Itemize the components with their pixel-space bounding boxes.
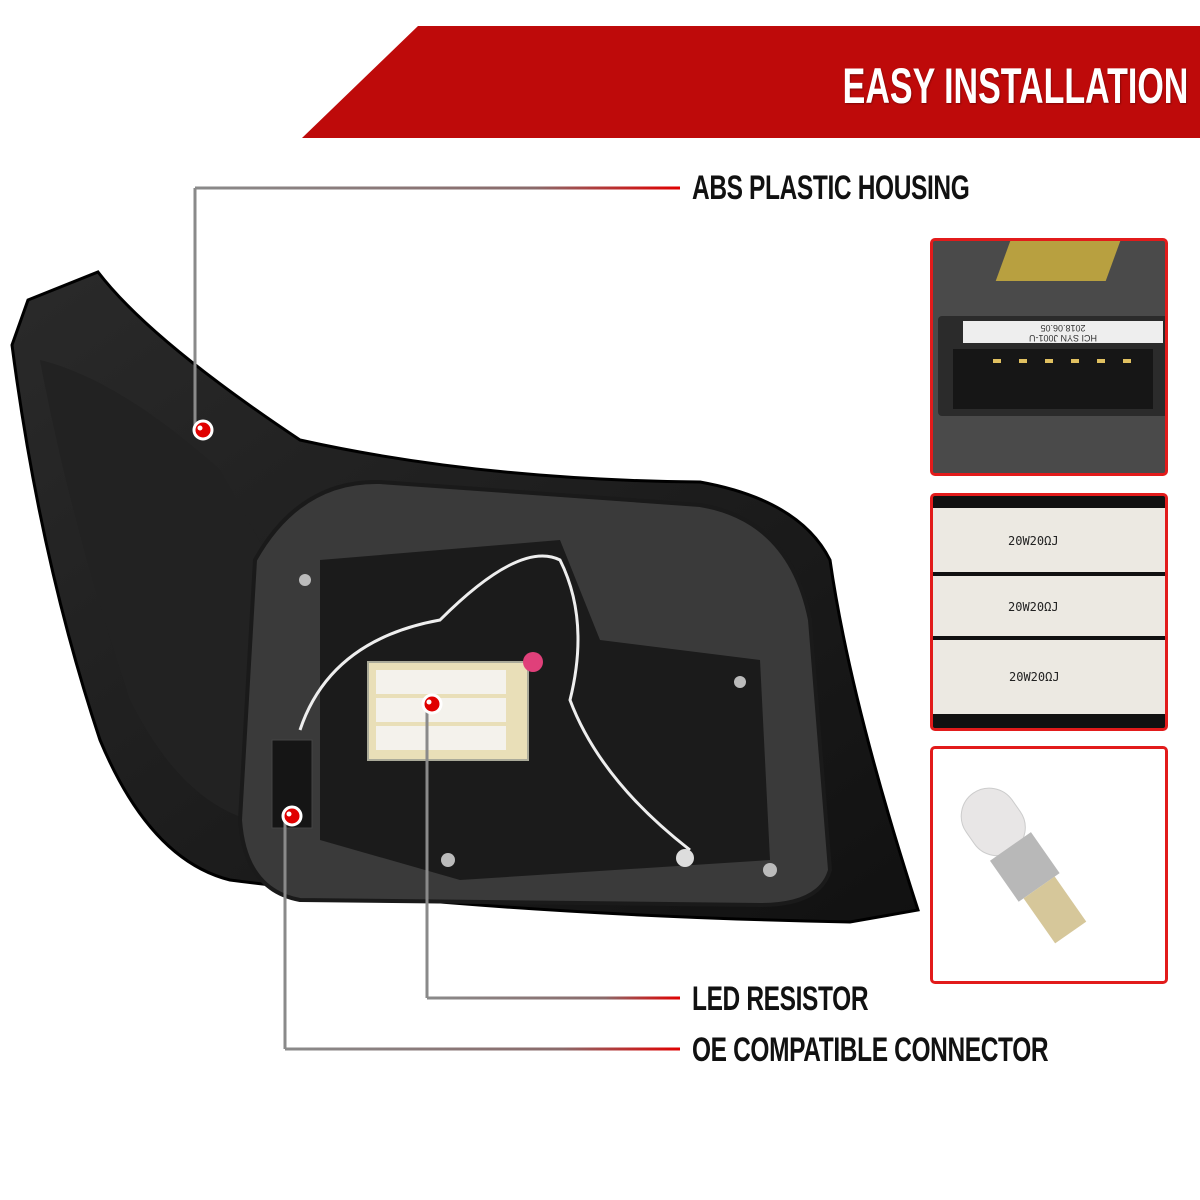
label-abs-plastic-housing: ABS PLASTIC HOUSING [692, 169, 970, 207]
label-oe-compatible-connector: OE COMPATIBLE CONNECTOR [692, 1031, 1049, 1069]
thumbnail-resistor: 20W20ΩJ 20W20ΩJ 20W20ΩJ [930, 493, 1168, 731]
banner-title: EASY INSTALLATION [842, 58, 1188, 114]
connector-label: HCI SYN J001-U 2018.06.05 [963, 321, 1163, 343]
callout-lines [192, 186, 680, 1051]
banner-shape [302, 26, 1200, 138]
label-led-resistor: LED RESISTOR [692, 980, 869, 1018]
callout-line-connector [281, 805, 680, 1051]
led-bulb-icon [960, 787, 1087, 944]
tail-light-image [10, 270, 920, 924]
thumbnail-connector: HCI SYN J001-U 2018.06.05 [930, 238, 1168, 476]
callout-line-resistor [421, 693, 680, 1000]
thumbnail-led-bulb [930, 746, 1168, 984]
callout-line-housing [192, 186, 680, 441]
